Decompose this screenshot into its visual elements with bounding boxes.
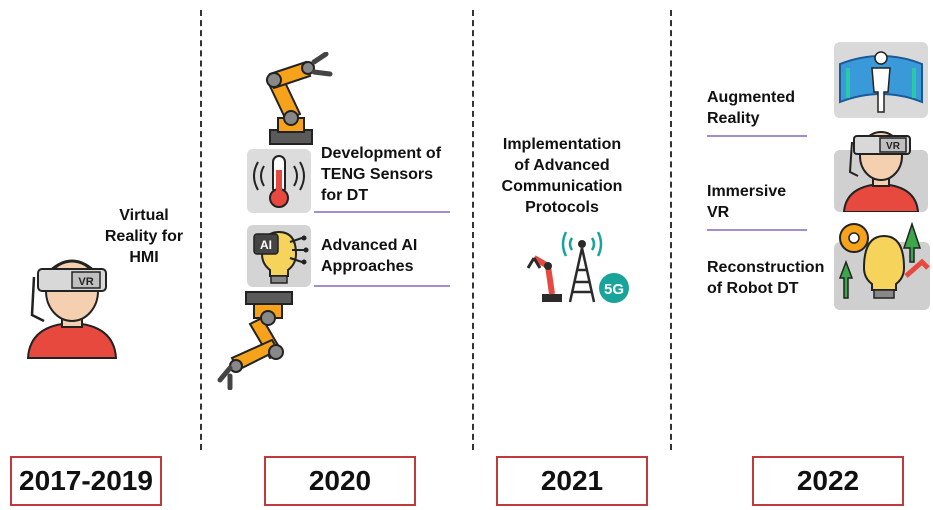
vr-headset-label: VR — [78, 276, 93, 288]
year-box-2022: 2022 — [752, 456, 904, 506]
divider-2 — [472, 10, 474, 450]
vr-person-icon: VR — [22, 245, 122, 360]
ai-lightbulb-icon: AI — [246, 224, 312, 288]
thermometer-sensor-icon — [246, 148, 312, 214]
year-label: 2021 — [540, 465, 604, 496]
divider-rule-teng — [314, 211, 450, 213]
ar-hologram-icon — [834, 42, 928, 118]
year-label: 2020 — [308, 465, 372, 496]
year-label: 2022 — [796, 465, 860, 496]
year-box-2017-2019: 2017-2019 — [10, 456, 162, 506]
year-label: 2017-2019 — [19, 465, 153, 496]
year-box-2021: 2021 — [496, 456, 648, 506]
divider-rule-ai — [314, 285, 450, 287]
divider-rule-ivr — [707, 229, 807, 231]
divider-rule-ar — [707, 135, 807, 137]
divider-3 — [670, 10, 672, 450]
robot-5g-tower-icon: 5G — [526, 230, 636, 310]
5g-label: 5G — [604, 281, 624, 298]
year-box-2020: 2020 — [264, 456, 416, 506]
vr-person-icon: VR — [834, 122, 928, 212]
robot-arm-icon-bottom — [216, 290, 316, 390]
robot-arm-icon-top — [248, 52, 338, 147]
divider-1 — [200, 10, 202, 450]
robot-lightbulb-icon — [834, 218, 930, 310]
ai-chip-label: AI — [260, 238, 272, 252]
vr-headset-label: VR — [886, 141, 901, 152]
